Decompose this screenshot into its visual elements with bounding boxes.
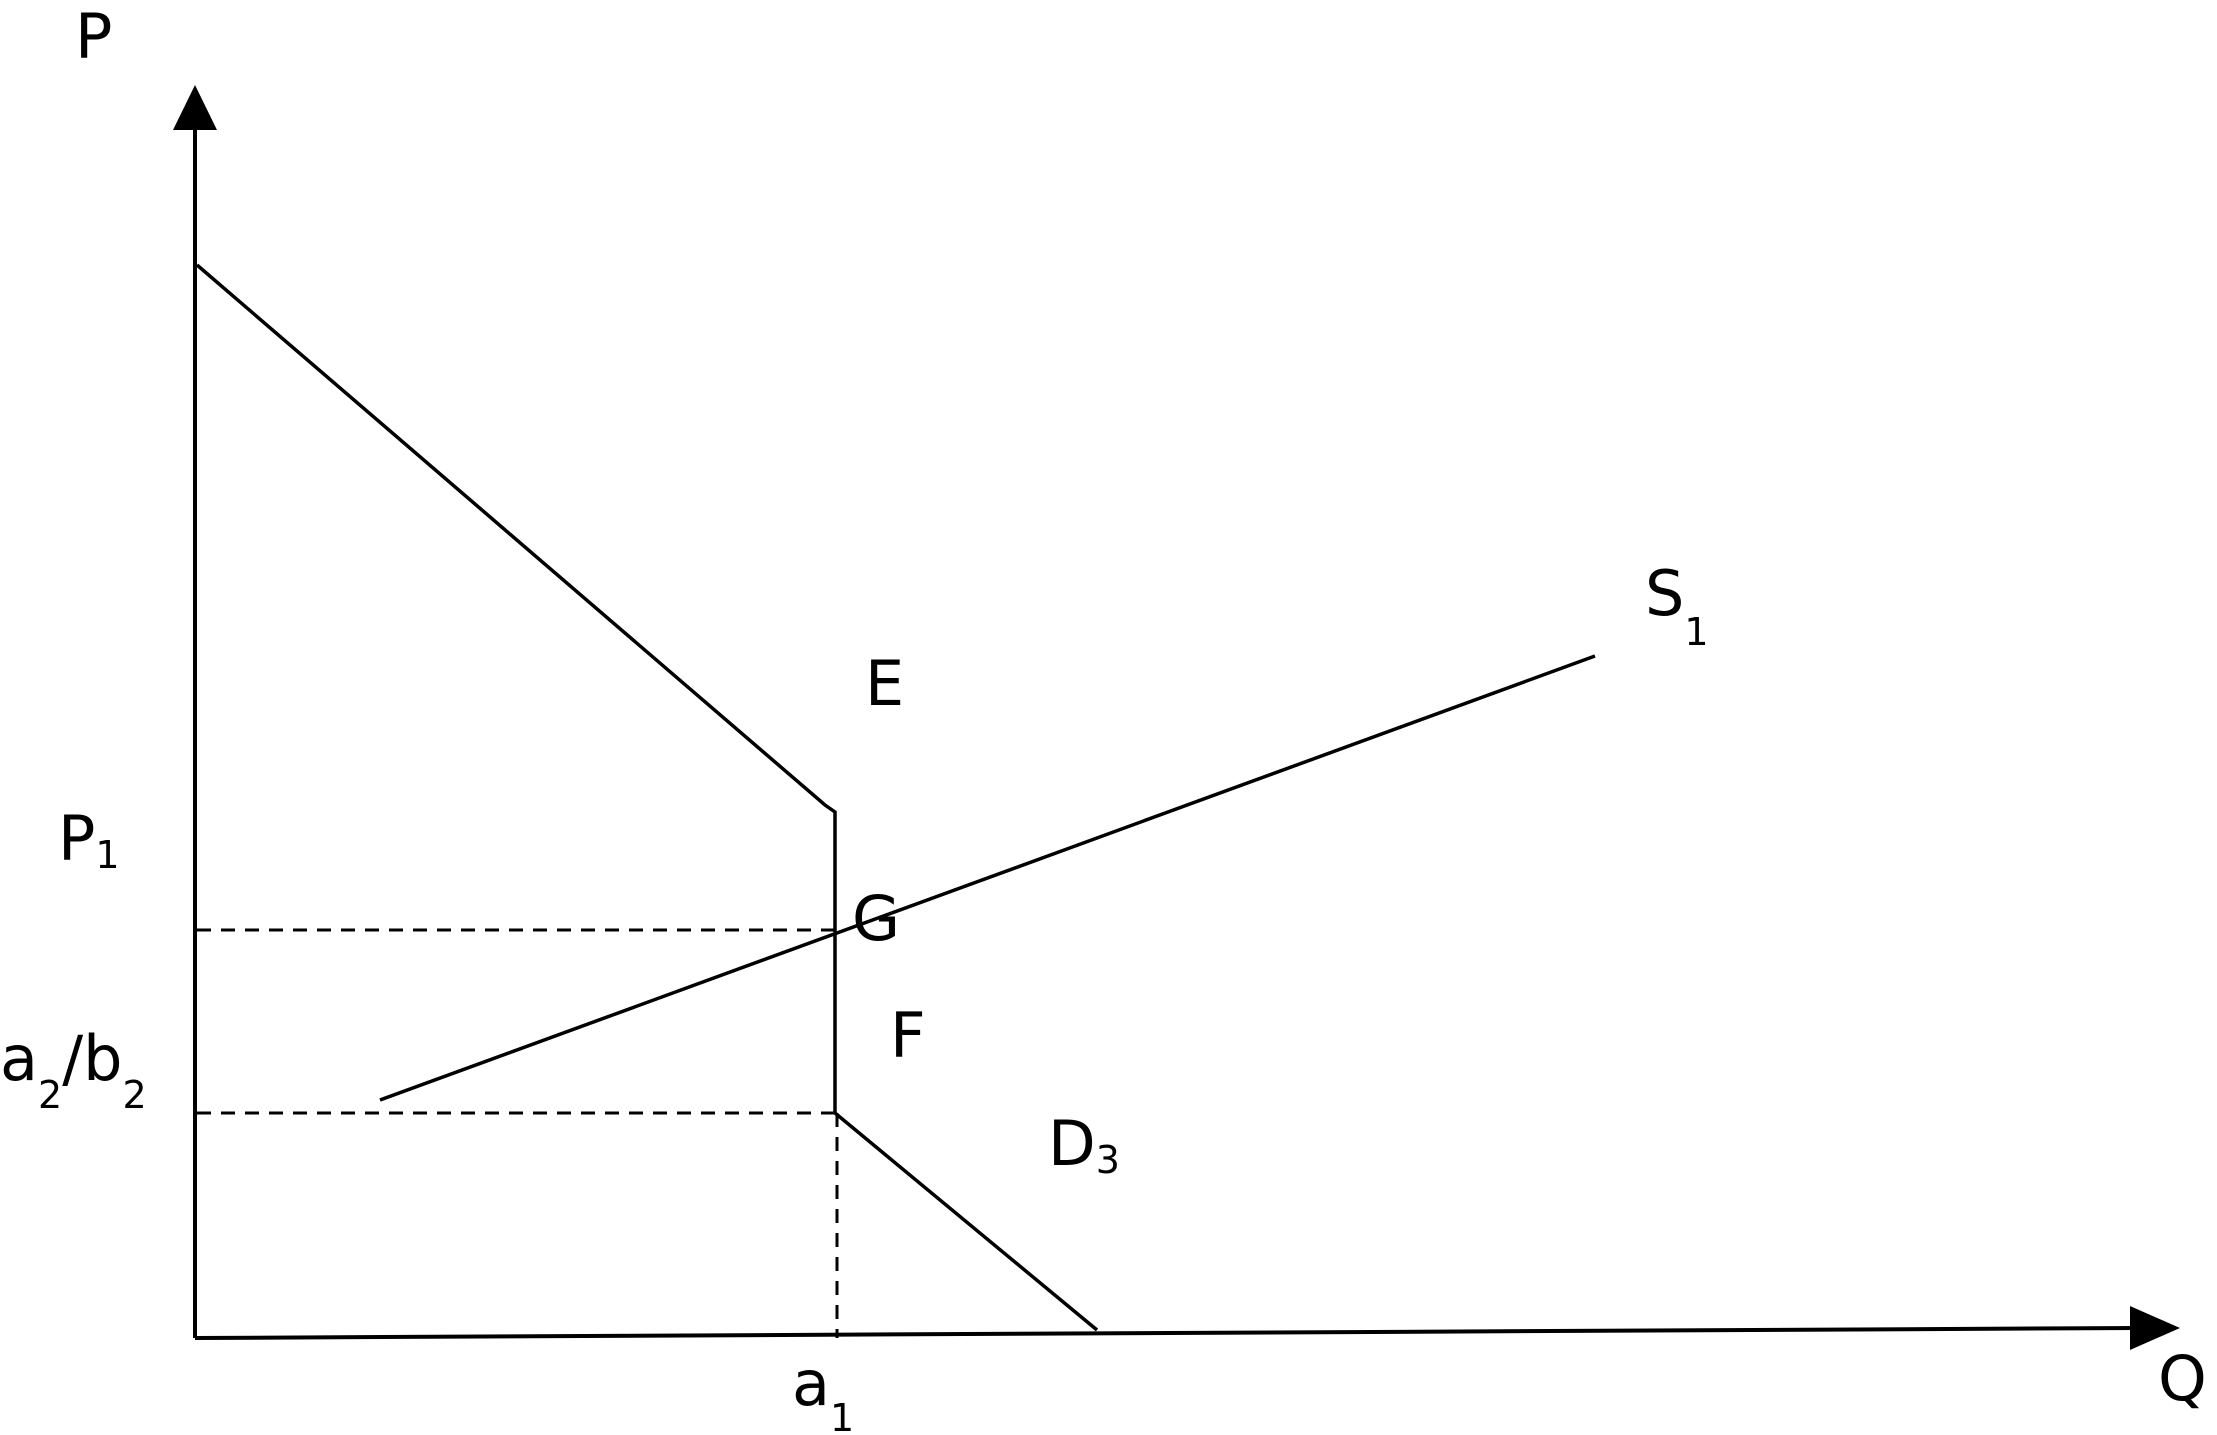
x-axis-arrow-icon xyxy=(2130,1306,2180,1350)
demand-curve-d3 xyxy=(195,263,1099,1332)
x-axis xyxy=(194,1326,2141,1340)
y-axis-arrow-icon xyxy=(173,85,217,130)
a1-label: a1 xyxy=(792,1347,854,1435)
a2-b2-label: a2/b2 xyxy=(0,1022,147,1117)
point-e-label: E xyxy=(865,647,904,720)
d3-label: D3 xyxy=(1048,1107,1120,1182)
p1-label: P1 xyxy=(58,802,120,877)
point-g-label: G xyxy=(852,882,900,955)
y-axis-label: P xyxy=(75,0,112,73)
point-f-label: F xyxy=(890,999,926,1072)
s1-label: S1 xyxy=(1645,557,1709,654)
supply-curve-s1 xyxy=(379,654,1596,1102)
x-axis-label: Q xyxy=(2158,1342,2207,1415)
